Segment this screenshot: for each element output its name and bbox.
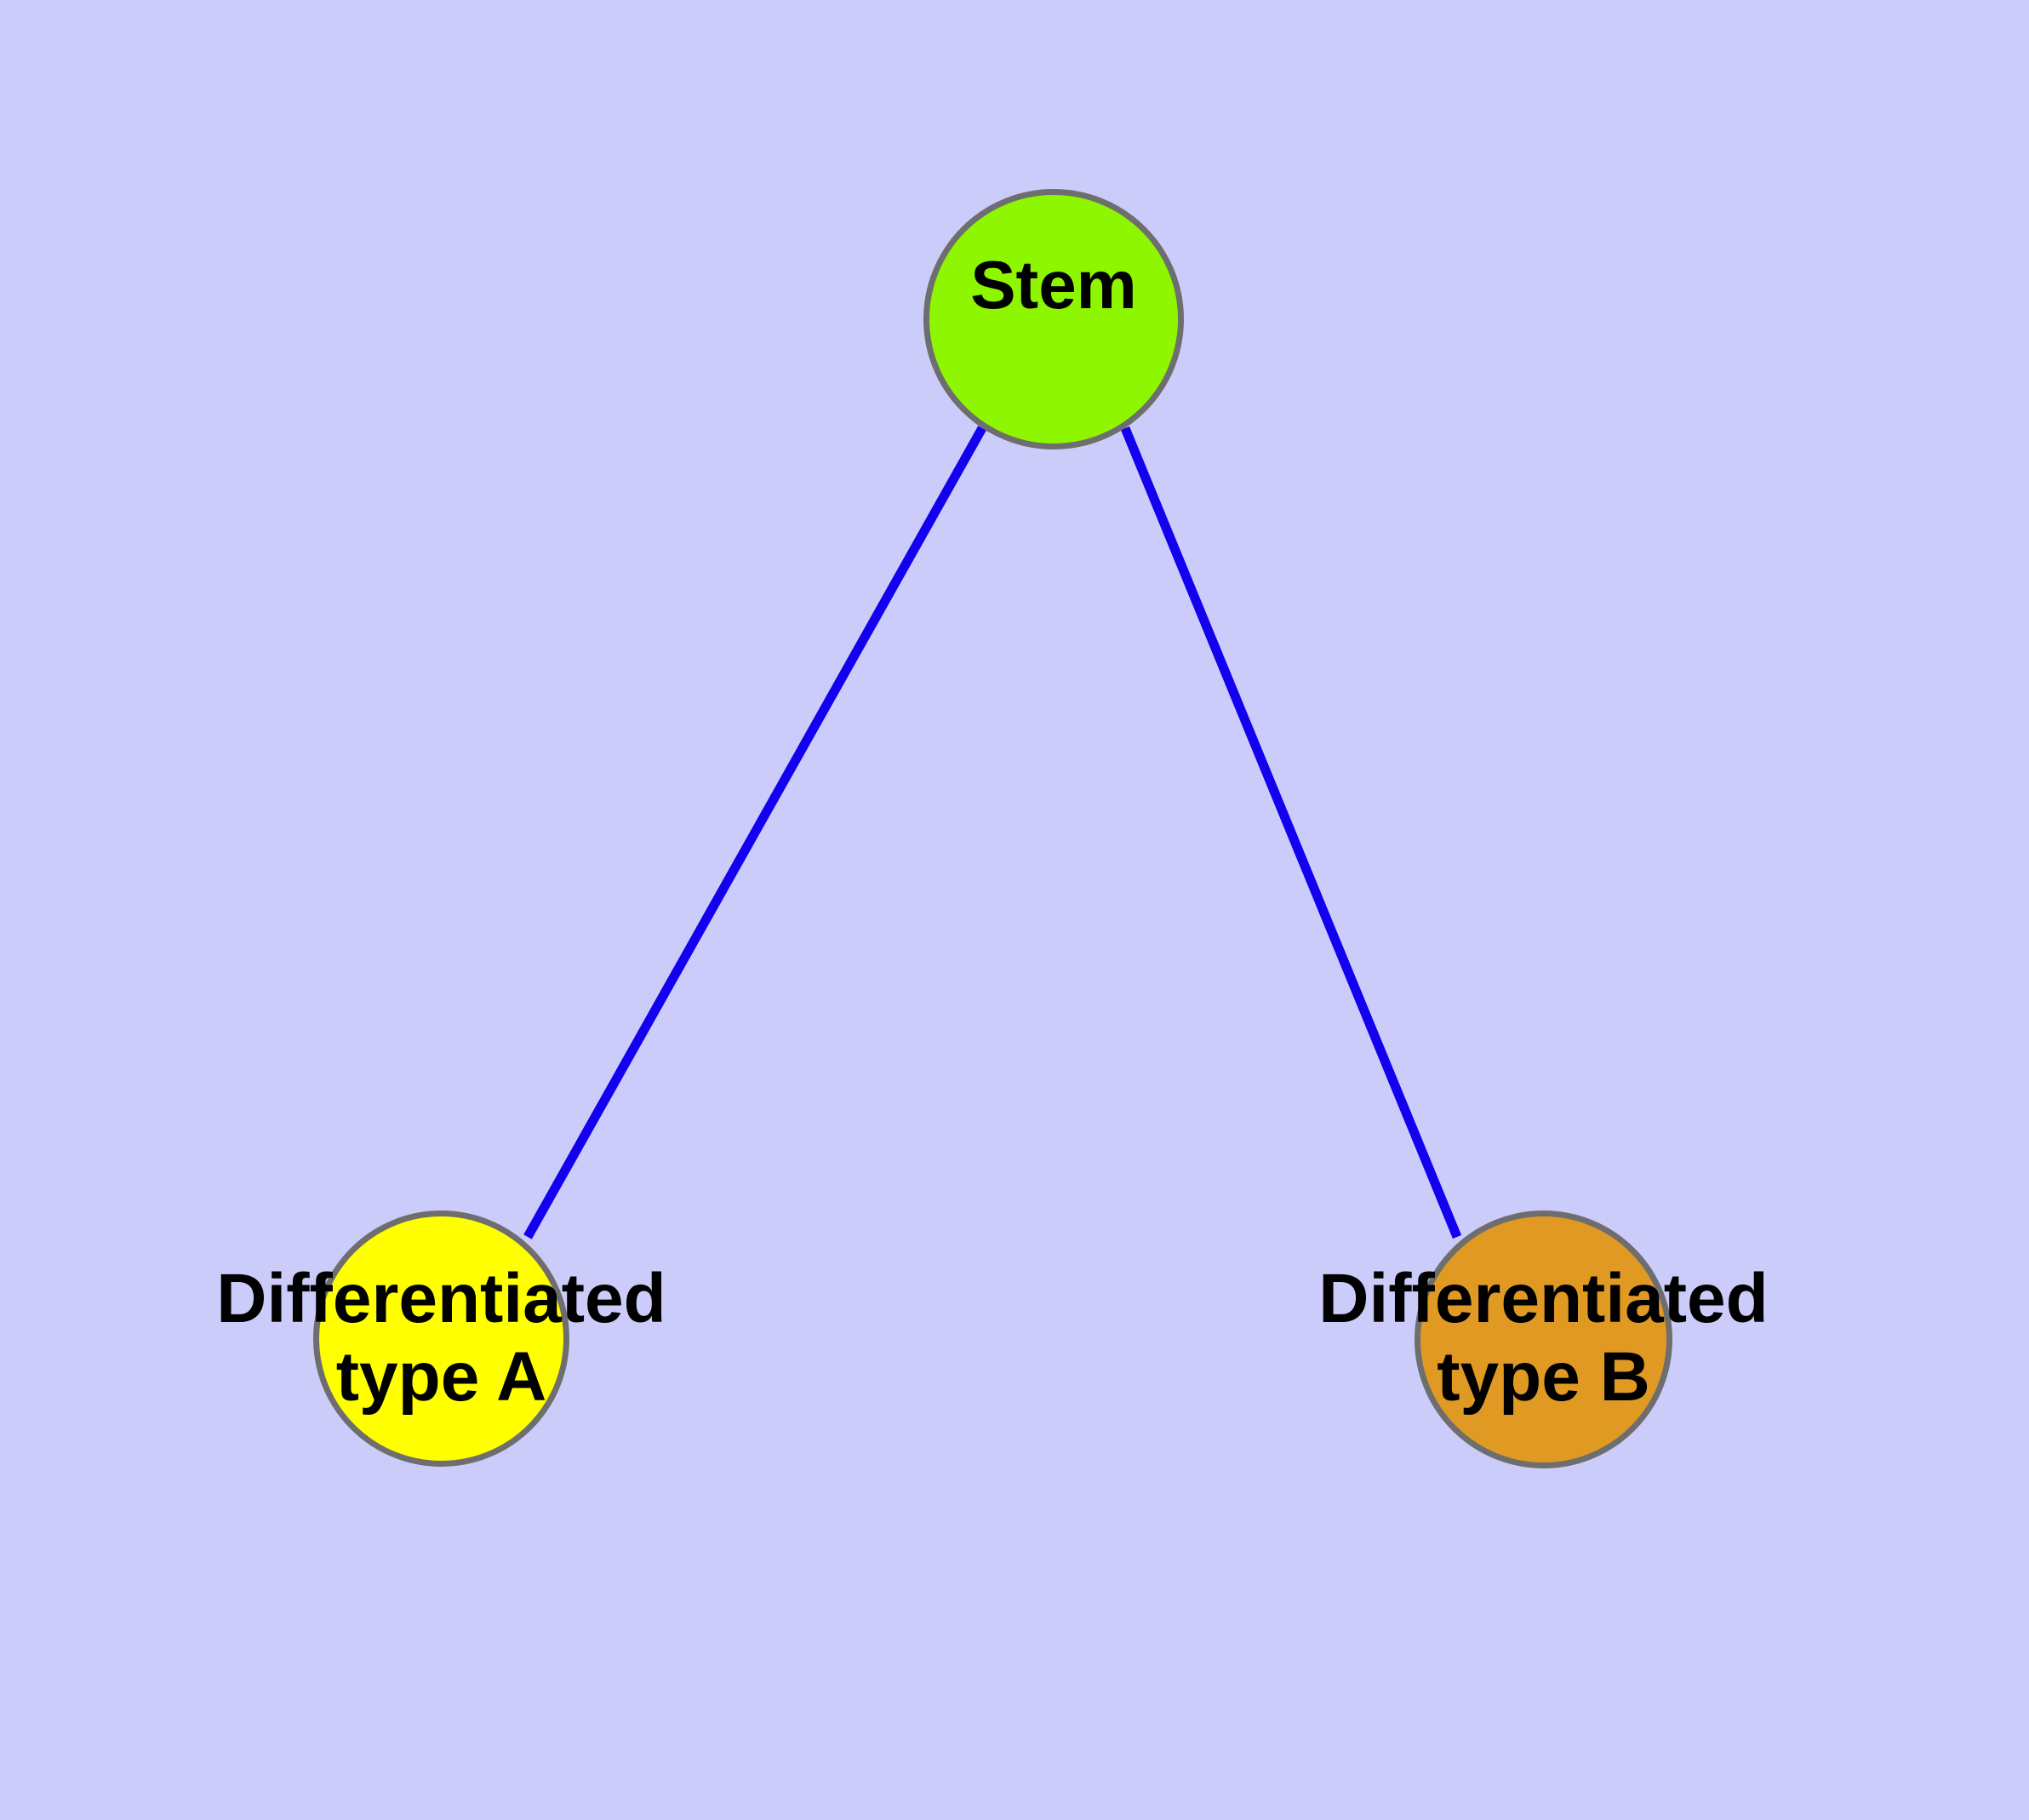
edge-stem-to-differentiated-type-a [523,426,986,1239]
edge-stem-to-differentiated-type-b [1120,426,1462,1239]
node-stem[interactable] [923,189,1184,449]
node-differentiated-type-a[interactable] [313,1210,569,1467]
node-differentiated-type-b[interactable] [1415,1210,1672,1468]
